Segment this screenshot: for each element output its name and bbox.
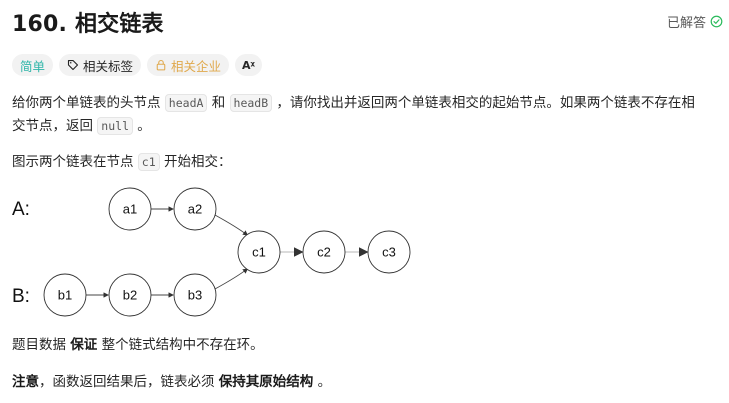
lock-icon: [156, 59, 166, 71]
description-paragraph-1: 给你两个单链表的头节点 headA 和 headB ，请你找出并返回两个单链表相…: [12, 92, 722, 138]
label-list-b: B:: [12, 286, 30, 307]
inline-code: null: [97, 117, 133, 135]
text: 和: [207, 95, 230, 111]
companies-label: 相关企业: [171, 58, 222, 74]
text: 交节点，返回: [12, 118, 98, 134]
node-label: c1: [252, 245, 266, 260]
bold-text: 注意: [12, 374, 39, 390]
node-circle: [237, 230, 281, 274]
description-paragraph-2: 图示两个链表在节点 c1 开始相交：: [12, 151, 231, 174]
text: ，函数返回结果后，链表必须: [39, 374, 219, 390]
node-label: c2: [317, 245, 331, 260]
text: 题目数据: [12, 337, 71, 353]
translate-icon: Aᵡ: [242, 58, 256, 72]
node-circle: [173, 273, 217, 317]
bold-text: 保证: [70, 337, 98, 353]
inline-code: c1: [137, 153, 160, 171]
node-a2: a2: [173, 187, 217, 231]
text: 。: [133, 118, 151, 134]
solved-label: 已解答: [666, 16, 706, 31]
linked-list-diagram: A: B: a1 a2 b1 b2 b3 c1 c2 c3: [12, 187, 411, 317]
text: ，请你找出并返回两个单链表相交的起始节点。如果两个链表不存在相: [272, 95, 695, 111]
node-circle: [367, 230, 411, 274]
node-circle: [43, 273, 87, 317]
node-label: c3: [382, 245, 396, 260]
bold-text: 保持其原始结构: [218, 374, 314, 390]
node-c2: c2: [302, 230, 346, 274]
node-circle: [173, 187, 217, 231]
topics-label: 相关标签: [83, 58, 134, 74]
node-label: b1: [58, 288, 72, 303]
text: 开始相交：: [159, 154, 232, 170]
difficulty-badge: 简单: [12, 54, 54, 76]
topics-button[interactable]: 相关标签: [59, 54, 142, 76]
node-label: b2: [123, 288, 137, 303]
edge-b3-c1: [214, 268, 249, 290]
text: 图示两个链表在节点: [12, 154, 138, 170]
node-circle: [108, 187, 152, 231]
node-c3: c3: [367, 230, 411, 274]
text: 整个链式结构中不存在环。: [97, 337, 264, 353]
companies-button[interactable]: 相关企业: [147, 54, 230, 76]
label-list-a: A:: [12, 199, 30, 220]
problem-title: 160. 相交链表: [12, 12, 164, 37]
inline-code: headB: [229, 94, 273, 112]
check-circle-icon: [710, 15, 723, 28]
node-label: b3: [188, 288, 202, 303]
tag-icon: [67, 59, 79, 71]
node-a1: a1: [108, 187, 152, 231]
node-label: a2: [188, 202, 202, 217]
node-b2: b2: [108, 273, 152, 317]
node-circle: [302, 230, 346, 274]
translate-button[interactable]: Aᵡ: [235, 54, 263, 76]
node-b3: b3: [173, 273, 217, 317]
text: 。: [313, 374, 332, 390]
node-circle: [108, 273, 152, 317]
solved-status: 已解答: [667, 12, 723, 31]
node-c1: c1: [237, 230, 281, 274]
inline-code: headA: [164, 94, 208, 112]
node-b1: b1: [43, 273, 87, 317]
edge-a2-c1: [214, 214, 249, 236]
tag-bar: 简单 相关标签 相关企业 Aᵡ: [12, 54, 263, 76]
difficulty-label: 简单: [20, 58, 46, 74]
description-paragraph-4: 注意，函数返回结果后，链表必须 保持其原始结构 。: [12, 371, 331, 394]
node-label: a1: [123, 202, 137, 217]
text: 给你两个单链表的头节点: [12, 95, 165, 111]
description-paragraph-3: 题目数据 保证 整个链式结构中不存在环。: [12, 334, 264, 357]
